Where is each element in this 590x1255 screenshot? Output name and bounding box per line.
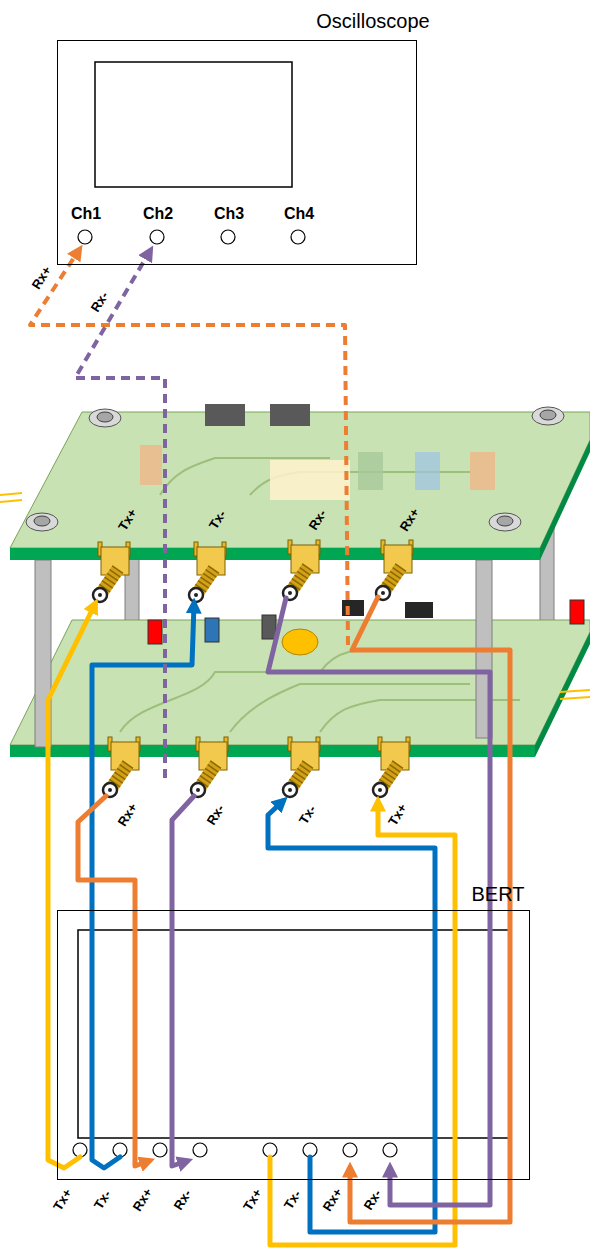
pcb-edge (535, 632, 590, 757)
pcb-edge (10, 548, 540, 560)
connector-end (373, 783, 387, 797)
screw (489, 513, 521, 531)
instrument-box: BERT (57, 910, 530, 1180)
instrument-name: Oscilloscope (316, 10, 429, 32)
screw-head (540, 410, 556, 420)
connector-end (283, 783, 297, 797)
signal-label: Rx- (361, 1187, 384, 1212)
bert-port (383, 1143, 397, 1157)
wire-stub (560, 697, 590, 699)
signal-label: Rx+ (30, 264, 55, 292)
wire-stub (0, 493, 22, 495)
sma-connector (373, 737, 410, 797)
sma-connector (283, 737, 320, 797)
cable-set (30, 250, 510, 1245)
signal-label: Rx- (204, 802, 227, 827)
channel-label: Ch1 (71, 205, 101, 223)
connector-pin (378, 788, 382, 792)
bert-screen (78, 930, 510, 1138)
coax-cable (48, 604, 95, 1168)
signal-label: Rx+ (131, 1186, 156, 1214)
signal-label: Tx+ (386, 802, 410, 829)
bert-port (193, 1143, 207, 1157)
sma-connector (189, 542, 226, 602)
coax-cable (78, 796, 149, 1166)
sma-connector (93, 542, 130, 602)
coax-cable (92, 604, 194, 1168)
connector-pin (108, 788, 112, 792)
sma-connector (191, 737, 228, 797)
instrument-box: OscilloscopeCh1Ch2Ch3Ch4 (57, 40, 417, 265)
jumper (570, 600, 584, 624)
coax-cable (172, 796, 194, 1166)
signal-label: Rx- (171, 1187, 194, 1212)
channel-label: Ch2 (143, 205, 173, 223)
wire-stub (560, 690, 590, 692)
pcb-edge (10, 745, 535, 757)
chip (270, 404, 310, 426)
sma-connector (376, 540, 413, 600)
connector-end (189, 588, 203, 602)
connector-pin (288, 788, 292, 792)
scope-port (221, 230, 235, 244)
component (358, 452, 383, 490)
chip (205, 404, 245, 426)
jumper (262, 615, 276, 639)
scope-cable (75, 251, 165, 778)
connector-pin (196, 788, 200, 792)
chip (405, 602, 433, 618)
signal-label: Tx- (297, 803, 319, 827)
scope-body (57, 40, 417, 265)
connector-pin (98, 593, 102, 597)
channel-label: Ch3 (214, 205, 244, 223)
bert-port (343, 1143, 357, 1157)
component (140, 445, 162, 485)
connector-end (93, 588, 107, 602)
connector-pin (194, 593, 198, 597)
coax-cable (268, 598, 490, 1205)
screw (26, 513, 58, 531)
jumper (148, 620, 162, 644)
sma-connector (103, 737, 140, 797)
signal-label: Tx- (92, 1188, 114, 1212)
signal-label: Rx+ (116, 801, 141, 829)
pcb-surface (10, 412, 590, 548)
jumper (205, 618, 219, 642)
screw-head (34, 516, 50, 526)
pcb-edge (540, 440, 590, 560)
scope-cable (30, 250, 348, 645)
board-stack (0, 404, 590, 757)
connector-pin (381, 591, 385, 595)
signal-label: Tx+ (241, 1187, 265, 1214)
pcb-surface (10, 620, 590, 745)
scope-port (78, 230, 92, 244)
connector-pin (288, 591, 292, 595)
screw (532, 407, 564, 425)
channel-label: Ch4 (284, 205, 314, 223)
scope-port (150, 230, 164, 244)
bert-port (153, 1143, 167, 1157)
signal-label: Tx+ (51, 1187, 75, 1214)
coax-cable (270, 802, 455, 1245)
led-dome (282, 629, 318, 655)
signal-label: Rx+ (321, 1186, 346, 1214)
bert-body (57, 910, 530, 1180)
signal-label: Rx- (88, 289, 111, 314)
scope-port (291, 230, 305, 244)
component (415, 452, 440, 490)
instrument-art (57, 40, 530, 1180)
screw (89, 409, 121, 427)
wire-stub (0, 500, 22, 502)
screw-head (97, 412, 113, 422)
screw-head (497, 516, 513, 526)
component (270, 460, 350, 500)
scope-screen (95, 62, 292, 187)
signal-label: Tx- (282, 1188, 304, 1212)
sma-connector (283, 540, 320, 600)
chip (342, 600, 364, 616)
component (470, 452, 495, 490)
instrument-name: BERT (472, 883, 525, 905)
